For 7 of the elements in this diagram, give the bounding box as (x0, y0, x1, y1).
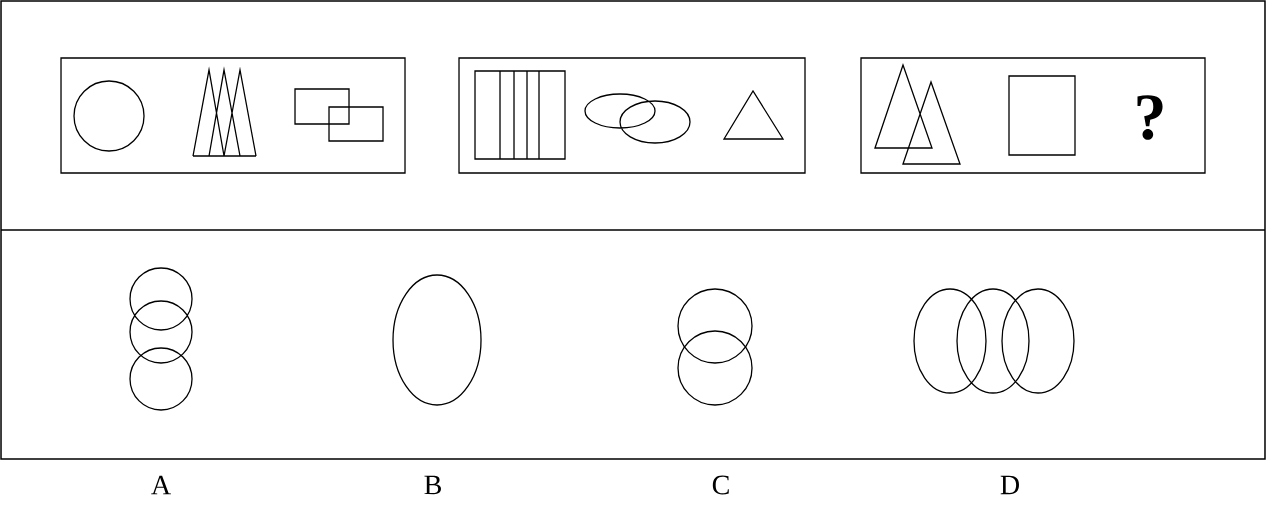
figure-panel (458, 57, 806, 174)
option-letter: A (151, 475, 171, 495)
option-letter: B (424, 475, 441, 495)
question-mark: ? (1137, 95, 1163, 140)
figure-panel (60, 57, 406, 174)
option-letter: C (712, 475, 729, 495)
option-letter: D (1000, 475, 1019, 495)
